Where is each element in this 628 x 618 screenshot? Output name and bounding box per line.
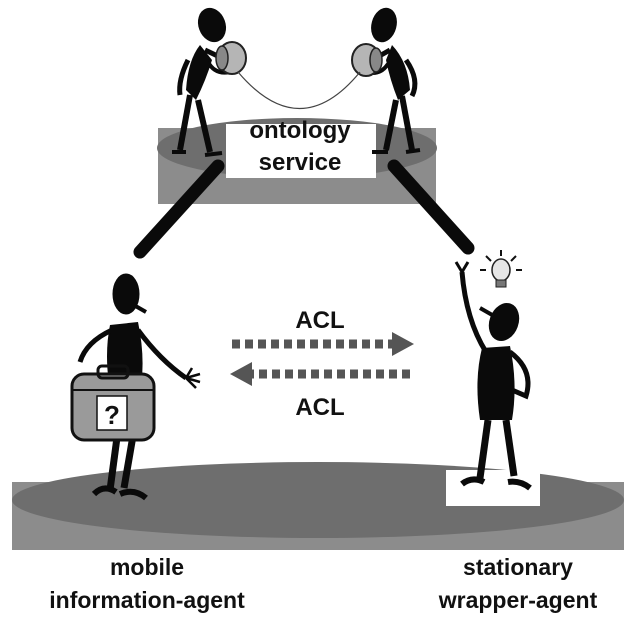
agent-platform	[12, 462, 624, 550]
briefcase: ?	[70, 364, 156, 442]
ontology-label-backdrop	[226, 124, 376, 178]
connector-right	[387, 159, 475, 255]
acl-arrow-right-head	[392, 332, 414, 356]
acl-bottom-label: ACL	[295, 394, 344, 421]
stationary-agent-head	[488, 303, 520, 341]
ontology-label: ontology	[249, 117, 351, 144]
mobile-label-line1: mobile	[110, 554, 184, 580]
briefcase-handle	[96, 364, 130, 380]
stationary-label-line1: stationary	[463, 554, 573, 580]
stationary-agent-figure	[454, 261, 532, 491]
stationary-label-line2: wrapper-agent	[438, 587, 598, 613]
service-label: service	[259, 149, 342, 176]
acl-arrow-left-head	[230, 362, 252, 386]
ontology-right-figure	[365, 7, 421, 154]
briefcase-label	[96, 395, 128, 431]
left-can-phone-icon	[215, 41, 247, 75]
stationary-agent-backdrop	[446, 470, 540, 506]
question-mark-icon: ?	[104, 400, 120, 430]
lightbulb-icon	[480, 250, 522, 288]
can-phone-string	[237, 71, 361, 109]
connector-left	[133, 159, 225, 259]
mobile-label-line2: information-agent	[49, 587, 245, 613]
acl-top-label: ACL	[295, 307, 344, 334]
right-can-phone-icon	[351, 43, 383, 77]
